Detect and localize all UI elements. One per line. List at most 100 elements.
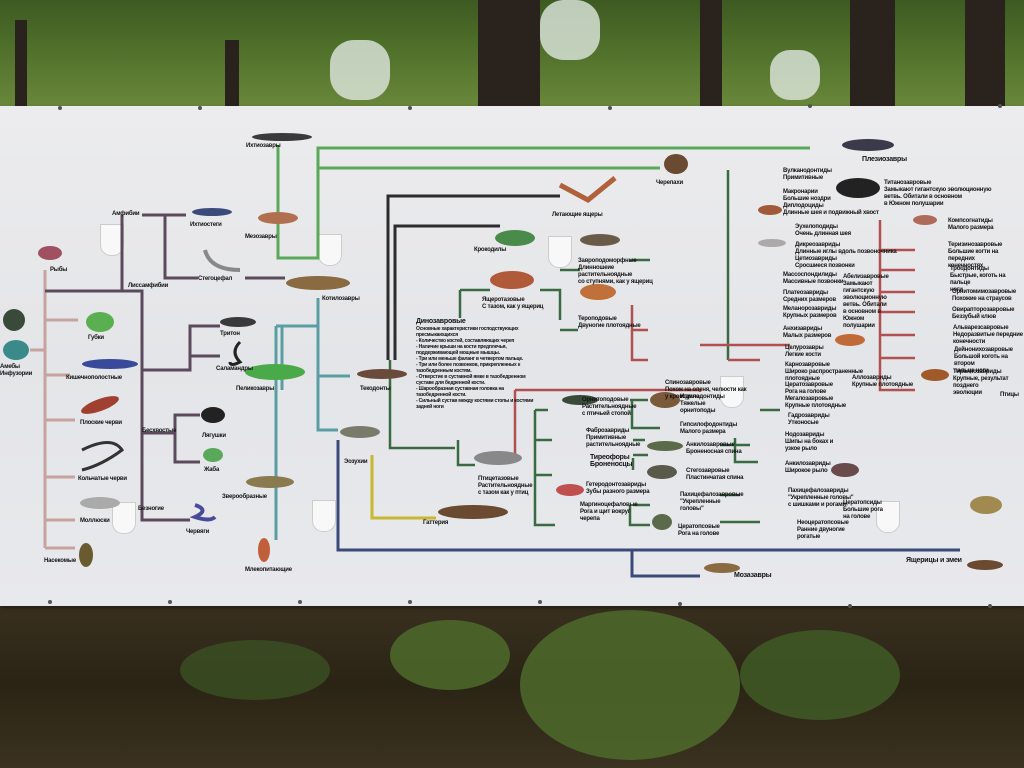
bush [390,620,510,690]
label-dicraeosaurids: Дикреозавриды Длинные иглы вдоль позвоно… [795,242,897,269]
sky-patch [330,40,390,100]
archosaur-branches [386,194,560,360]
label-ornithopoda: Орнитоподовые Растительноядные с птичьей… [582,397,637,417]
label-allosaurids: Аллозавриды Крупные плотоядные [852,375,914,388]
label-abelisaurs: Абелизавровые Замыкают гигантскую эволюц… [843,274,889,329]
eosuchian-icon [340,426,380,438]
label-ornithischia: Птицетазовые Растительноядные с тазом ка… [478,476,533,496]
euhelopus-icon [758,239,786,247]
label-mosasaurs: Мозазавры [734,572,772,579]
banner-pocket [112,502,136,534]
label-brachiosaurs: Макронарии Большие ноздри Диплодоциды Дл… [783,189,879,216]
label-stegocephalus: Стегоцефал [198,276,233,282]
label-mesosaurs: Мезозавры [245,234,277,240]
synapsid-branches [274,298,350,540]
label-vulcanodontids: Вулканодонтиды Примитивные [783,168,832,181]
label-thyreophora: Тиреофоры Броненосцы [590,454,633,468]
ankylosaur-icon [647,441,683,451]
label-fish: Рыбы [50,267,68,273]
label-frogs: Лягушки [202,433,226,439]
label-lissamphibia: Лиссамфибии [128,283,169,289]
ornithischian-icon [474,451,522,465]
label-alvarezsaurs: Альварезсавровые Недоразвитые передние к… [953,325,1023,345]
label-pachycephalosaurids: Пахицефалозавриды "Укрепленные головы" с… [788,488,854,508]
label-compsognathids: Компсогнатиды Малого размера [948,218,994,231]
label-euhelopodids: Эухелоподиды Очень длинная шея [795,224,851,237]
label-heterodontosaurids: Гетеродонтозавриды Зубы разного размера [586,482,650,495]
frog-icon [201,407,225,423]
label-hadrosaurids: Гадрозавриды Утконосые [788,413,830,426]
label-ceratopsia: Цератопсовые Рога на голове [678,524,720,537]
label-salamanders: Саламандры [216,366,253,372]
lizard-icon [967,560,1003,570]
label-therizinosaurs: Теризинозавровые Большие когти на передн… [948,242,1003,269]
label-ichthyostega: Ихтиостеги [190,222,222,228]
label-molluscs: Моллюски [80,518,110,524]
nodosaur-icon [831,463,859,477]
label-crocodiles: Крокодилы [474,247,507,253]
banner-pocket [548,236,572,268]
cotylosaur-icon [286,276,350,290]
plesiosaur-icon [842,139,894,151]
mollusc-icon [80,497,120,509]
tree-trunk [850,0,895,112]
animal-illustrations [3,133,1003,573]
label-pterosaurs: Летающие ящеры [552,212,603,218]
sky-patch [770,50,820,100]
label-sponges: Губки [88,335,104,341]
label-plesiosaurs: Плезиозавры [862,156,907,163]
label-troodontids: Троодонтиды Быстрые, коготь на пальце но… [950,266,1006,293]
label-therapsids: Зверообразные [222,494,267,500]
tree-trunk [15,20,27,112]
therapsid-icon [246,476,294,488]
label-annelids: Кольчатые черви [78,476,127,482]
label-spinosaurs: Спинозавровые Похож на оленя, челюсти ка… [665,380,747,400]
label-insects: Насекомые [44,558,76,564]
tree-trunk [700,0,722,112]
reptile-top-branches [276,145,810,260]
theropod-branches [513,220,915,455]
label-cnidarians: Кишечнополостные [66,375,122,381]
label-anchisaurids: Анхизавриды Малых размеров [783,326,832,339]
label-tuatara: Гаттерия [423,520,449,526]
label-theropoda: Тероподовые Двуногие плотоядные [578,316,641,329]
label-dromaeosaurs: Дейнонихозавровые Большой коготь на втор… [954,347,1013,374]
label-flatworms: Плоские черви [80,420,122,426]
mosasaur-icon [704,563,740,573]
stegocephalus-icon [203,249,241,272]
flatworm-icon [81,396,119,414]
label-lizards-snakes: Ящерицы и змеи [906,557,962,564]
label-thecodonts: Текодонты [360,386,391,392]
pterosaur-icon [558,176,617,203]
fish-icon [38,246,62,260]
label-caecilians: Червяги [186,529,210,535]
iguanodon-icon [650,392,680,408]
ichthyostega-icon [192,208,232,216]
compsognathus-icon [913,215,937,225]
label-ankylosauria: Анкилозавровые Броненосная спина [686,442,742,455]
label-melanorosaurids: Меланорозавриды Крупных размеров [783,306,837,319]
squamate-branches [336,440,960,578]
ceratopsid-icon [970,496,1002,514]
cnidarian-icon [82,359,138,369]
annelid-icon [81,441,125,472]
label-oviraptorosaurs: Овирапторозавровые Беззубый клюв [952,307,1015,320]
label-marginocephalia: Маргиноцефаловые Рога и щит вокруг череп… [580,502,638,522]
label-titanosaurs: Титанозавровые Замыкают гигантскую эволю… [884,180,992,207]
stegosaur-icon [647,465,677,479]
sauropod-icon [490,271,534,289]
label-neoceratopsia: Неоцератопсовые Ранние двуногие рогатые [797,520,849,540]
protozoa-icon [3,340,29,360]
crocodile-icon [495,230,535,246]
bush [740,630,900,720]
label-cotylosaurs: Котилозавры [322,296,360,302]
label-saurischia: Ящеротазовые С тазом, как у ящериц [482,297,544,310]
titanosaur-icon [836,178,880,198]
banner-pocket [876,501,900,533]
sauropodomorph-icon [580,234,620,246]
label-nodosaurids: Нодозавриды Шипы на боках и узкое рыло [785,432,834,452]
ground-foliage [0,600,1024,768]
label-hypsilophodontids: Гипсилофодонтиды Малого размера [680,422,738,435]
label-iguanodontids: Игуанодонтиды Тяжелые орнитоподы [680,394,725,414]
